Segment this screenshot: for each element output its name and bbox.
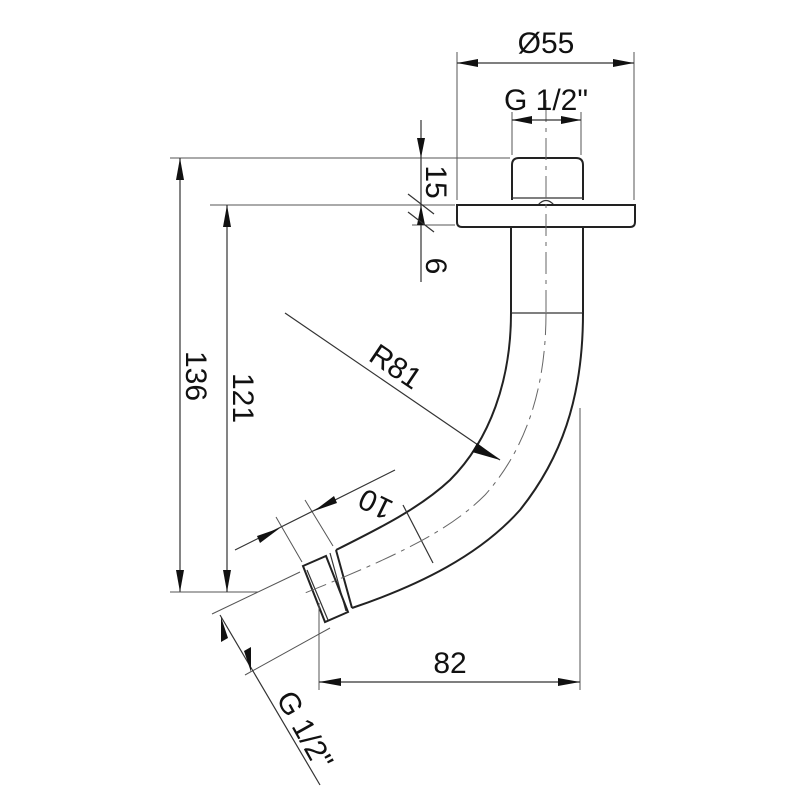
label-outlet-length: 10 [354, 481, 398, 525]
label-outlet-thread: G 1/2" [270, 686, 340, 775]
dimension-bend-radius: R81 [284, 312, 501, 461]
dimension-top-thread: G 1/2" [504, 84, 588, 155]
pipe-bend [335, 312, 584, 609]
dimension-total-height: 136 [170, 158, 258, 593]
label-bend-radius: R81 [363, 338, 427, 396]
label-flange-thickness: 6 [419, 258, 452, 275]
wall-flange [456, 204, 636, 228]
center-lines [299, 100, 547, 596]
top-thread-nipple [511, 157, 584, 206]
dimension-horizontal-reach: 82 [318, 408, 581, 690]
label-height-to-flange: 121 [226, 373, 259, 423]
dimension-thread-length-and-flange: 15 6 [170, 120, 510, 282]
dimension-outlet-thread: G 1/2" [211, 571, 340, 786]
dimension-outlet-length: 10 [234, 469, 398, 563]
label-total-height: 136 [179, 351, 212, 401]
dimension-flange-diameter: Ø55 [456, 27, 635, 200]
label-top-thread: G 1/2" [504, 84, 588, 117]
label-flange-diameter: Ø55 [518, 27, 575, 60]
label-horizontal-reach: 82 [433, 647, 466, 680]
pipe-straight [510, 227, 584, 314]
outlet-thread-nipple [301, 549, 353, 624]
dimension-height-to-flange: 121 [223, 205, 259, 592]
label-thread-length: 15 [419, 165, 452, 198]
